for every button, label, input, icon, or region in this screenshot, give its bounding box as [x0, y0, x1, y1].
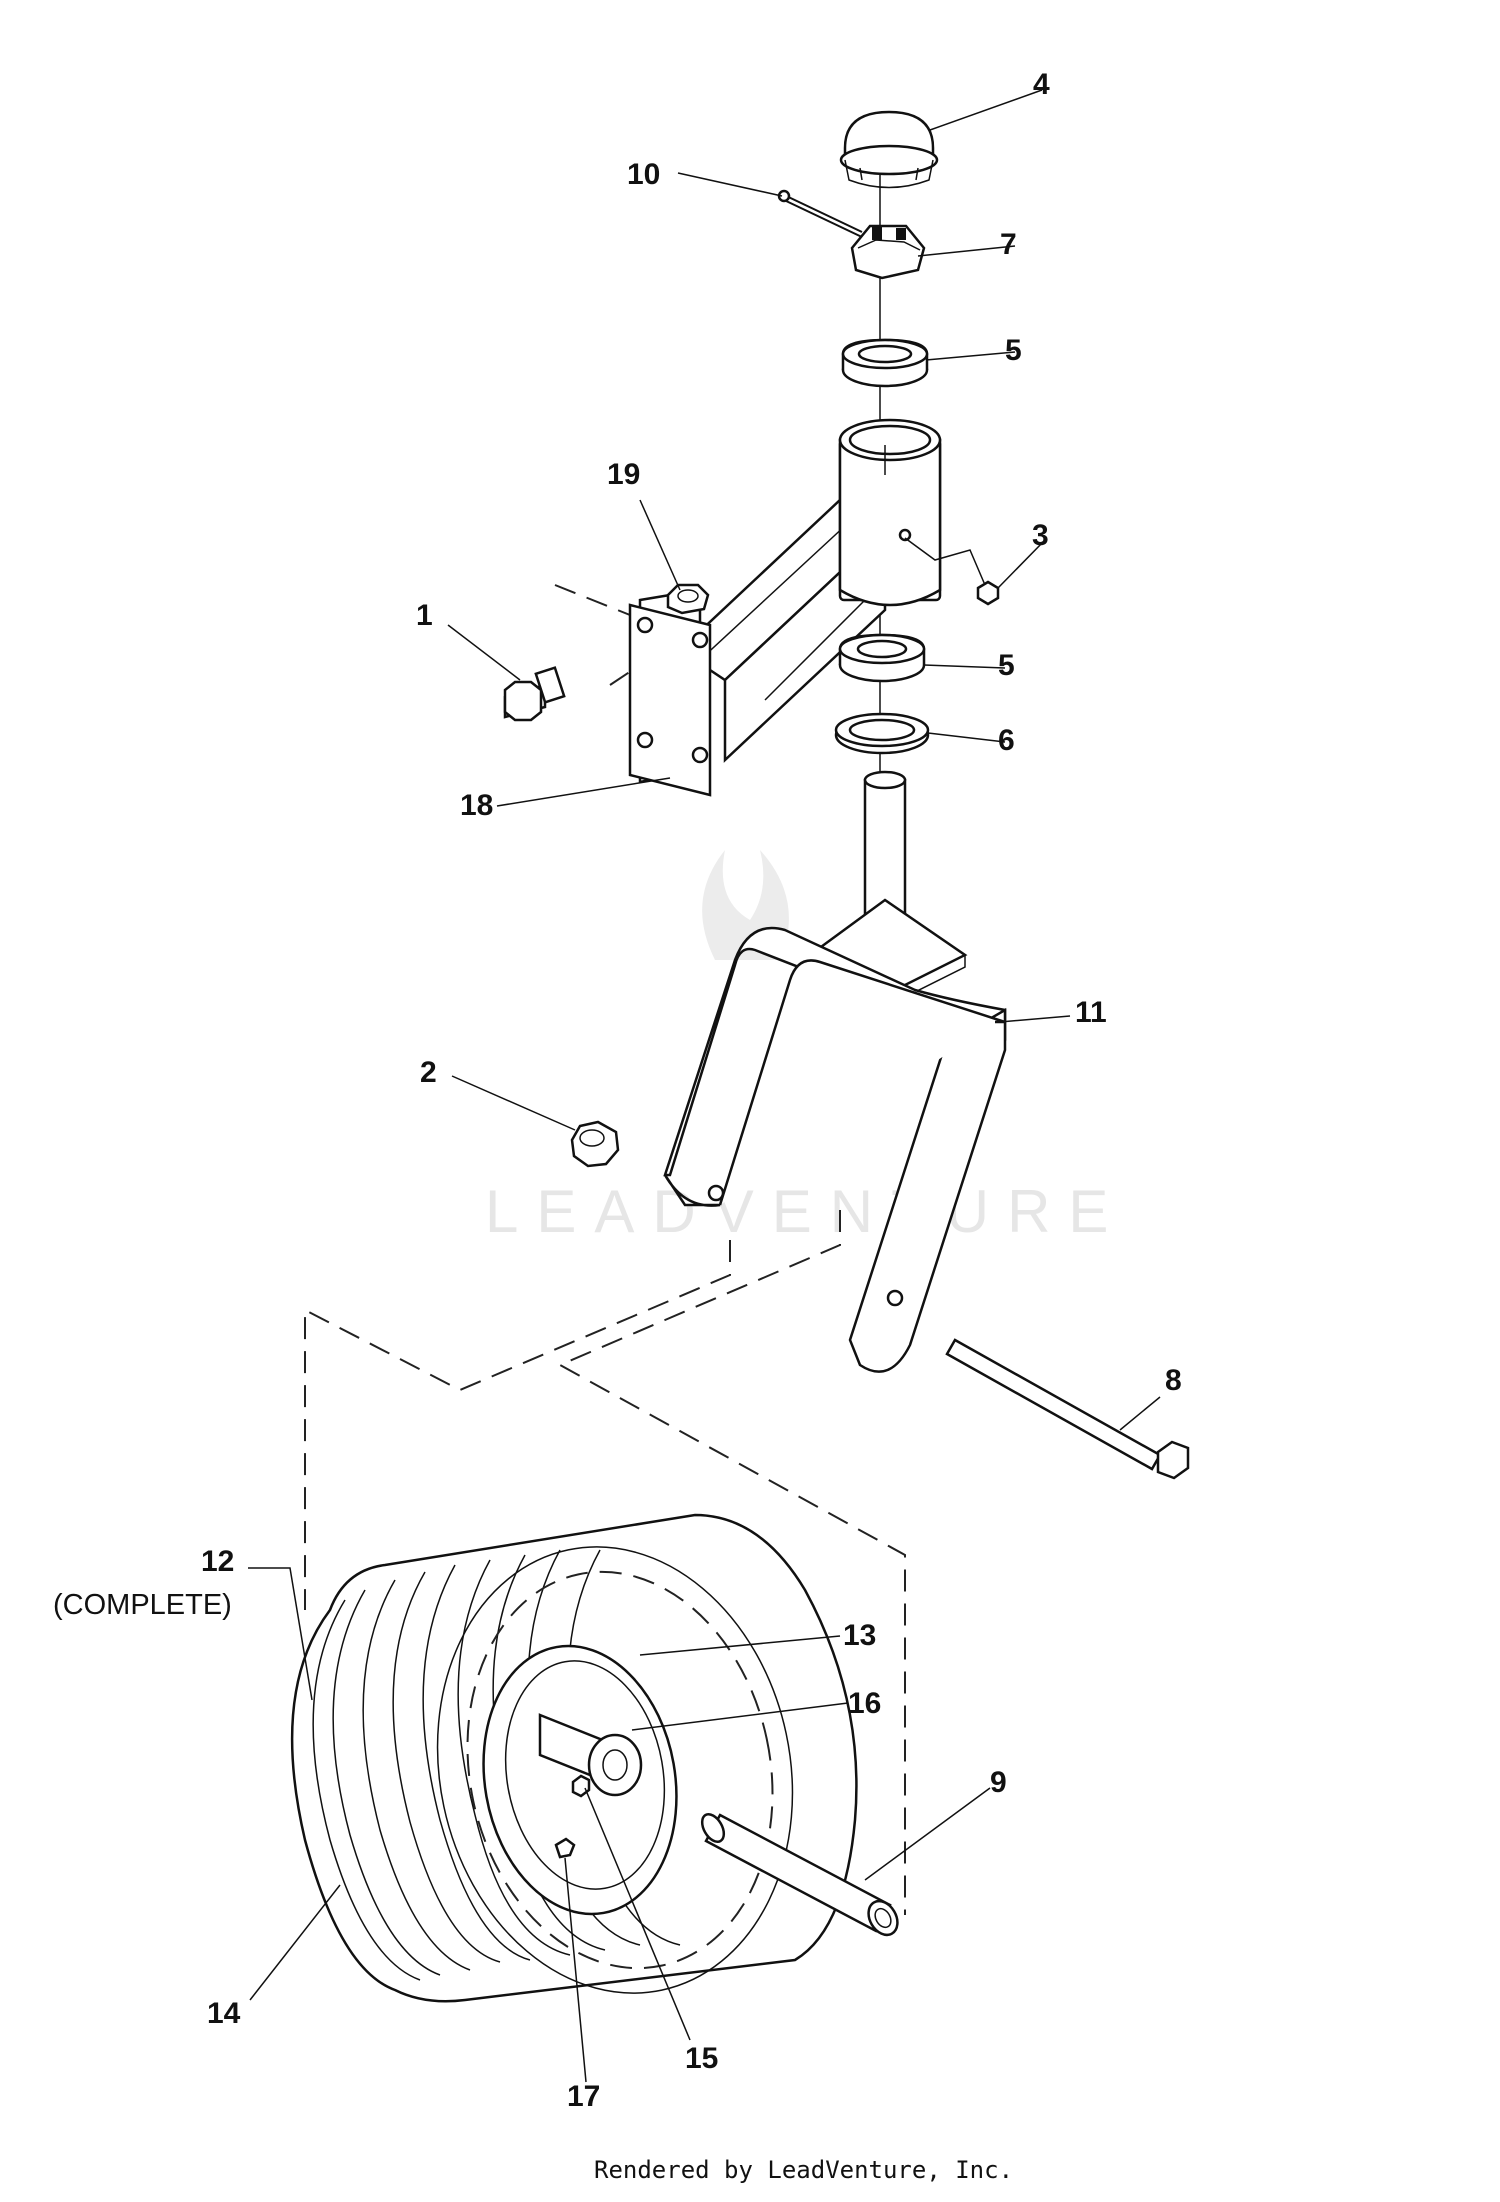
callout-6: 6: [998, 724, 1015, 757]
callout-3: 3: [1032, 519, 1049, 552]
part-9-spacer-tube: [700, 1813, 899, 1937]
part-11-caster-fork: [663, 770, 1007, 1373]
callout-8: 8: [1165, 1364, 1182, 1397]
part-5-lower-bearing: [838, 633, 926, 683]
part-18-caster-bracket: [628, 418, 942, 797]
watermark-text: LEADVENTURE: [485, 1178, 1126, 1245]
footer-credit: Rendered by LeadVenture, Inc.: [594, 2156, 1013, 2184]
part-7-castle-nut: [850, 224, 926, 280]
part-1-bolt: [503, 666, 566, 722]
callout-18: 18: [460, 789, 493, 822]
callout-12: 12: [201, 1545, 234, 1578]
part-19-nut: [666, 583, 710, 615]
part-8-axle-bolt: [945, 1338, 1190, 1480]
leader-lines: [248, 89, 1161, 2083]
callout-17: 17: [567, 2080, 600, 2113]
part-4-dust-cap: [839, 110, 939, 189]
callout-labels: 4 10 7 5 19 3 1 5 6 18 11 2 8 12 (COMPLE…: [53, 68, 1182, 2113]
callout-4: 4: [1033, 68, 1050, 101]
callout-13: 13: [843, 1619, 876, 1652]
complete-note: (COMPLETE): [53, 1589, 232, 1621]
callout-9: 9: [990, 1766, 1007, 1799]
callout-1: 1: [416, 599, 433, 632]
callout-19: 19: [607, 458, 640, 491]
part-12-wheel-assembly: [290, 1513, 858, 2003]
part-2-nut: [570, 1120, 620, 1168]
callout-16: 16: [848, 1687, 881, 1720]
callout-10: 10: [627, 158, 660, 191]
callout-2: 2: [420, 1056, 437, 1089]
callout-5-lower: 5: [998, 649, 1015, 682]
part-10-cotter-pin: [777, 189, 865, 239]
callout-11: 11: [1075, 996, 1107, 1029]
callout-5-upper: 5: [1005, 334, 1022, 367]
part-5-upper-bearing: [841, 338, 929, 388]
callout-7: 7: [1000, 228, 1017, 261]
part-3-grease-fitting: [904, 537, 1000, 606]
part-6-seal: [834, 712, 930, 755]
callout-15: 15: [685, 2042, 718, 2075]
callout-14: 14: [207, 1997, 241, 2030]
